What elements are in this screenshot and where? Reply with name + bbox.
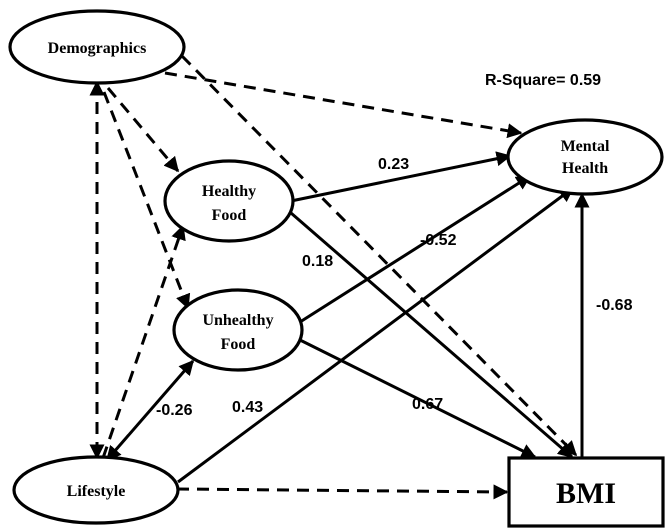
node-demographics: Demographics — [8, 9, 186, 85]
node-healthy-food-label-line1: Healthy — [202, 183, 256, 200]
node-demographics-label: Demographics — [48, 40, 147, 57]
node-healthy-food-label-line2: Food — [212, 207, 247, 224]
node-mental-health-label-line1: Mental — [561, 138, 610, 155]
edge-lifestyle-healthy-food — [101, 224, 186, 459]
coef-unhealthy-food-bmi: 0.67 — [412, 396, 443, 413]
edge-demographics-healthy-food — [106, 87, 180, 173]
node-bmi: BMI — [507, 456, 665, 528]
edge-lifestyle-unhealthy-food — [105, 359, 195, 462]
r-square-label: R-Square= 0.59 — [485, 72, 601, 89]
coef-lifestyle-mental-health: 0.43 — [232, 399, 263, 416]
coef-unhealthy-food-mental-health: -0.52 — [420, 232, 457, 249]
node-unhealthy-food-label-line2: Food — [221, 336, 256, 353]
coef-healthy-food-mental-health: 0.23 — [378, 156, 409, 173]
edges — [89, 54, 590, 500]
edge-unhealthy-food-mental-health — [299, 174, 532, 324]
edge-healthy-food-bmi — [290, 211, 574, 459]
node-unhealthy-food: Unhealthy Food — [172, 288, 304, 372]
node-unhealthy-food-label-line1: Unhealthy — [202, 312, 273, 329]
coef-lifestyle-unhealthy-food: -0.26 — [156, 402, 193, 419]
edge-unhealthy-food-bmi — [299, 338, 537, 459]
node-mental-health: Mental Health — [506, 118, 664, 196]
edge-lifestyle-bmi — [176, 484, 509, 500]
edge-lifestyle-mental-health — [177, 186, 575, 484]
edge-demographics-bmi — [180, 54, 578, 457]
coef-healthy-food-bmi: 0.18 — [302, 253, 333, 270]
node-bmi-label: BMI — [556, 477, 616, 510]
node-healthy-food: Healthy Food — [163, 159, 295, 243]
node-lifestyle-label: Lifestyle — [67, 483, 126, 500]
node-mental-health-label-line2: Health — [562, 160, 608, 177]
edge-demographics-mental-health — [164, 71, 523, 139]
node-lifestyle: Lifestyle — [12, 455, 180, 525]
edge-healthy-food-mental-health — [290, 151, 512, 203]
coef-bmi-mental-health: -0.68 — [596, 297, 633, 314]
